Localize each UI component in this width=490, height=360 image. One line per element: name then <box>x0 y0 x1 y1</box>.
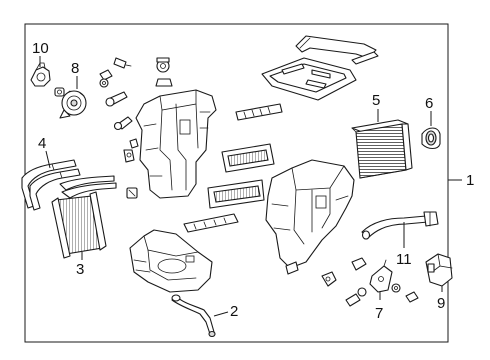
evaporator-core-part <box>351 119 413 179</box>
callout-4-label: 4 <box>38 135 46 152</box>
assembly-bracket <box>24 23 449 343</box>
callout-2-label: 2 <box>230 303 238 320</box>
callout-6-label: 6 <box>425 95 433 112</box>
callout-2: 2 <box>213 303 238 320</box>
resistor-part <box>30 62 51 87</box>
callout-7-label: 7 <box>375 305 383 322</box>
callout-1: 1 <box>448 172 474 189</box>
callout-11-label: 11 <box>396 251 412 268</box>
callout-3-label: 3 <box>76 261 84 278</box>
pipe-part-4 <box>21 159 81 211</box>
linkage-parts <box>105 57 173 199</box>
door-flap-2 <box>221 143 275 173</box>
callout-11: 11 <box>396 222 412 268</box>
callout-5-label: 5 <box>372 92 380 109</box>
callout-4: 4 <box>38 135 51 169</box>
pipe-part-11 <box>361 211 439 240</box>
callout-3: 3 <box>76 252 84 278</box>
heater-core-part <box>51 175 117 259</box>
callout-7: 7 <box>375 292 383 322</box>
actuator-part <box>59 90 87 119</box>
upper-case-right <box>265 159 355 269</box>
bracket-part <box>369 259 393 293</box>
callout-9-label: 9 <box>437 295 445 312</box>
door-flap-1 <box>235 103 283 121</box>
seal-frame-part <box>261 35 379 101</box>
drain-hose-part <box>171 294 216 338</box>
blower-housing-lower <box>129 229 213 293</box>
callout-1-label: 1 <box>466 172 474 189</box>
small-clip-parts <box>54 69 113 97</box>
door-flap-4 <box>183 213 239 233</box>
door-flap-3 <box>207 179 265 209</box>
motor-actuator-part <box>425 253 453 287</box>
callout-8-label: 8 <box>71 60 79 77</box>
small-parts-right <box>285 257 419 307</box>
callout-10: 10 <box>32 40 49 67</box>
callout-6: 6 <box>425 95 433 126</box>
upper-case-left <box>135 89 217 199</box>
grommet-part <box>421 127 441 150</box>
callout-9: 9 <box>437 286 445 312</box>
callout-10-label: 10 <box>32 40 49 57</box>
callout-8: 8 <box>71 60 79 89</box>
callout-5: 5 <box>372 92 380 122</box>
